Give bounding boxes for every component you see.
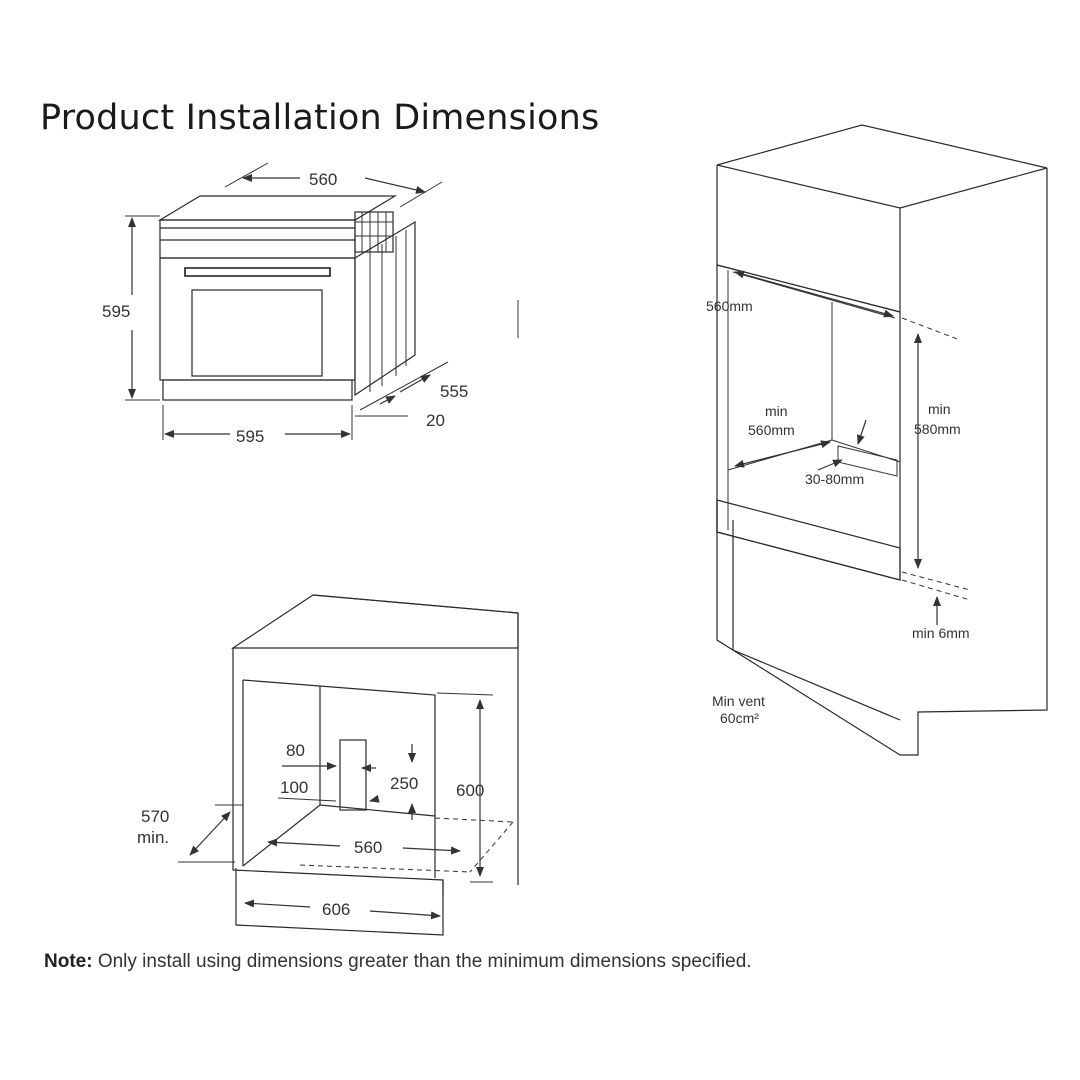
cabinet-min-width-value: 560mm — [748, 422, 795, 438]
cabinet-bottom-gap: min 6mm — [912, 625, 970, 641]
under-counter-dimensions — [178, 692, 494, 920]
tall-cabinet-drawing — [716, 124, 1048, 756]
cabinet-min-height-label: min — [928, 401, 951, 417]
under-counter-depth-min: min. — [137, 828, 169, 847]
oven-drawing — [157, 195, 519, 401]
cabinet-width: 560mm — [706, 298, 753, 314]
oven-depth: 555 — [440, 382, 468, 401]
oven-dimensions — [125, 162, 449, 440]
under-counter-drawing — [231, 594, 519, 936]
slot-height: 250 — [390, 774, 418, 793]
under-counter-depth-value: 570 — [141, 807, 169, 826]
under-counter-outer-width: 606 — [322, 900, 350, 919]
cabinet-vent-label: Min vent — [712, 693, 765, 709]
cabinet-gap: 30-80mm — [805, 471, 864, 487]
oven-front-width: 595 — [236, 427, 264, 446]
oven-height: 595 — [102, 302, 130, 321]
cabinet-min-width-label: min — [765, 403, 788, 419]
note-text: Only install using dimensions greater th… — [92, 951, 752, 972]
installation-note: Note: Only install using dimensions grea… — [44, 951, 752, 973]
slot-offset: 100 — [280, 778, 308, 797]
note-label: Note: — [44, 951, 93, 972]
under-counter-height: 600 — [456, 781, 484, 800]
slot-width: 80 — [286, 741, 305, 760]
tall-cabinet-dimensions — [734, 270, 941, 625]
under-counter-inner-width: 560 — [354, 838, 382, 857]
cabinet-vent-value: 60cm² — [720, 710, 759, 726]
cabinet-min-height-value: 580mm — [914, 421, 961, 437]
oven-top-width: 560 — [309, 170, 337, 189]
oven-door-depth: 20 — [426, 411, 445, 430]
page-title: Product Installation Dimensions — [40, 98, 600, 138]
